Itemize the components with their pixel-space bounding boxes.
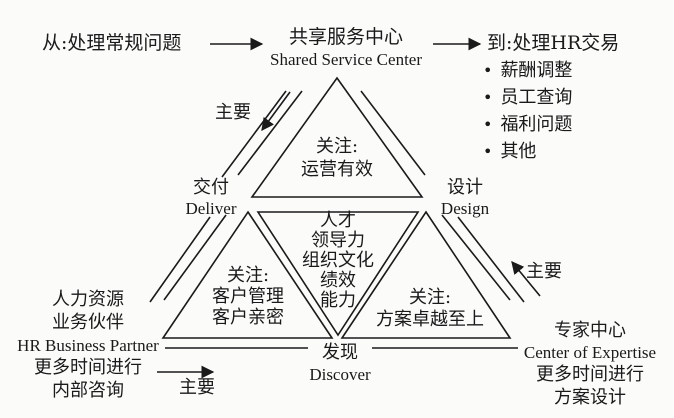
deliver-label-cn: 交付 bbox=[193, 177, 229, 198]
arrow-primary-left bbox=[261, 91, 291, 132]
hrbp-line-2: 业务伙伴 bbox=[52, 312, 124, 333]
outer-line-top-left-2 bbox=[221, 90, 287, 178]
left-triangle bbox=[161, 210, 334, 339]
list-item: 员工查询 bbox=[483, 84, 572, 111]
center-inverted-triangle bbox=[256, 211, 420, 337]
coe-line-4: 方案设计 bbox=[554, 387, 626, 408]
hrbp-line-3: HR Business Partner bbox=[17, 336, 159, 355]
center-line-4: 绩效 bbox=[320, 270, 356, 291]
design-label-en: Design bbox=[440, 199, 490, 218]
center-line-3: 组织文化 bbox=[302, 250, 374, 271]
top-focus-title: 关注: bbox=[315, 136, 359, 157]
right-focus-text: 方案卓越至上 bbox=[376, 309, 484, 330]
outer-line-left-lower bbox=[163, 214, 227, 301]
coe-line-1: 专家中心 bbox=[554, 320, 626, 341]
center-line-2: 领导力 bbox=[311, 230, 365, 251]
list-item: 福利问题 bbox=[483, 111, 572, 138]
hr-transaction-list: 薪酬调整 员工查询 福利问题 其他 bbox=[483, 57, 572, 165]
top-focus-text: 运营有效 bbox=[301, 159, 373, 180]
center-line-5: 能力 bbox=[320, 290, 356, 311]
center-line-1: 人才 bbox=[320, 210, 356, 231]
list-item: 其他 bbox=[483, 138, 572, 165]
from-text: 从:处理常规问题 bbox=[42, 32, 182, 54]
hrbp-line-1: 人力资源 bbox=[52, 289, 124, 310]
coe-line-3: 更多时间进行 bbox=[536, 364, 644, 385]
list-item: 薪酬调整 bbox=[483, 57, 572, 84]
ssc-title-cn: 共享服务中心 bbox=[288, 26, 404, 48]
coe-line-2: Center of Expertise bbox=[523, 343, 657, 362]
hrbp-line-4: 更多时间进行 bbox=[34, 357, 142, 378]
hrbp-line-5: 内部咨询 bbox=[52, 380, 124, 401]
left-focus-line-2: 客户亲密 bbox=[212, 307, 284, 328]
design-label-cn: 设计 bbox=[447, 177, 483, 198]
right-triangle bbox=[340, 210, 512, 339]
outer-line-right-lower-2 bbox=[457, 216, 525, 303]
arrow-primary-right bbox=[511, 261, 541, 297]
deliver-label-en: Deliver bbox=[185, 199, 237, 218]
outer-line-right-lower bbox=[441, 214, 511, 301]
top-triangle bbox=[250, 76, 424, 198]
discover-label-en: Discover bbox=[309, 365, 371, 384]
primary-label-left: 主要 bbox=[215, 102, 251, 123]
discover-label-cn: 发现 bbox=[322, 342, 358, 363]
primary-label-bottom: 主要 bbox=[179, 377, 215, 398]
right-focus-title: 关注: bbox=[408, 287, 452, 308]
outer-line-top-left bbox=[237, 90, 303, 176]
outer-line-top-right bbox=[360, 90, 426, 176]
primary-label-right: 主要 bbox=[526, 261, 562, 282]
left-focus-line-1: 客户管理 bbox=[212, 286, 284, 307]
left-focus-title: 关注: bbox=[226, 265, 270, 286]
ssc-title-en: Shared Service Center bbox=[270, 50, 422, 69]
outer-line-left-lower-2 bbox=[149, 216, 211, 303]
to-text: 到:处理HR交易 bbox=[487, 32, 620, 54]
